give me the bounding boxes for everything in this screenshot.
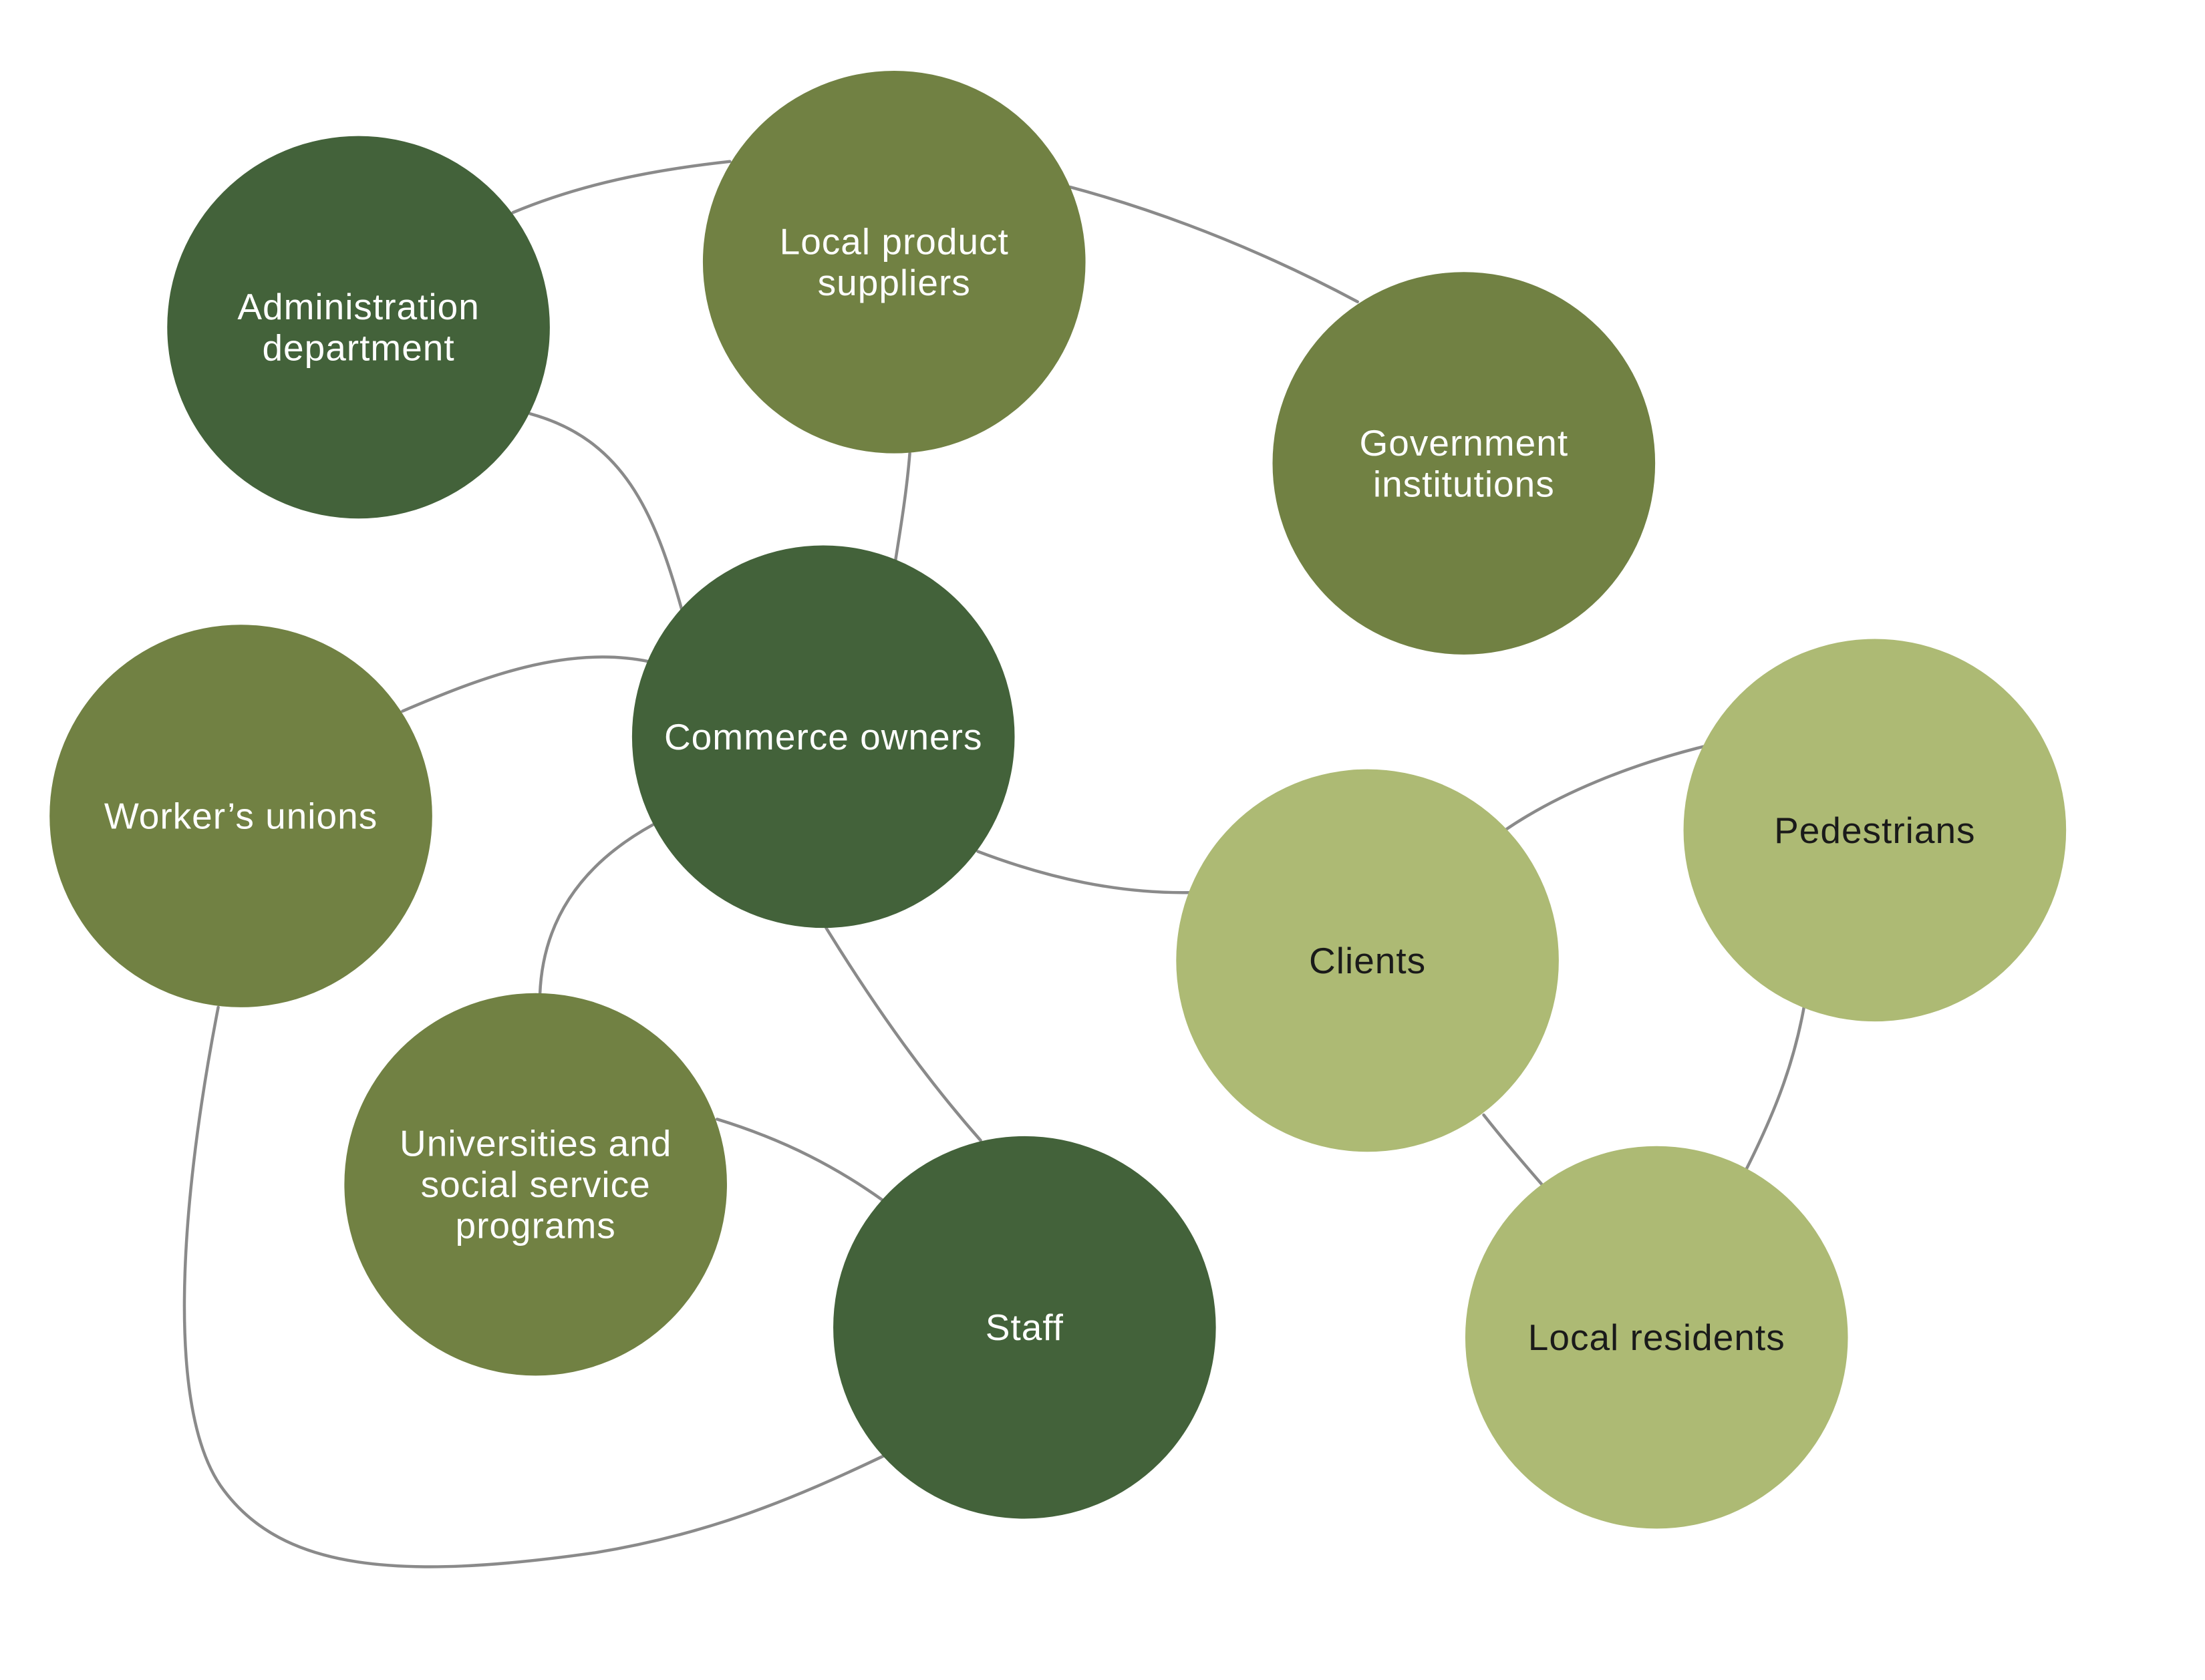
connector-clients-to-pedestrians (1505, 747, 1703, 830)
node-circle-administration-department (167, 136, 550, 519)
node-local-residents: Local residents (1465, 1146, 1848, 1529)
node-label-administration-department-line-2: department (262, 327, 454, 369)
node-circle-clients (1176, 769, 1559, 1152)
node-circle-universities-programs (344, 993, 727, 1376)
connector-clients-to-local-residents (1484, 1115, 1542, 1184)
node-label-pedestrians-line-1: Pedestrians (1774, 810, 1975, 851)
node-label-local-residents-line-1: Local residents (1528, 1317, 1785, 1358)
node-circle-commerce-owners (631, 545, 1015, 929)
node-label-workers-unions-line-1: Worker’s unions (104, 796, 378, 837)
node-label-staff-line-1: Staff (986, 1307, 1064, 1348)
node-workers-unions: Worker’s unions (49, 625, 432, 1007)
node-pedestrians: Pedestrians (1683, 639, 2067, 1022)
connector-workers-unions-to-commerce-owners (402, 657, 649, 711)
node-label-commerce-owners-line-1: Commerce owners (664, 716, 983, 758)
node-label-local-product-suppliers-line-2: suppliers (818, 262, 971, 303)
node-circle-pedestrians (1683, 639, 2067, 1022)
connector-universities-programs-to-staff (717, 1119, 884, 1201)
connector-local-product-suppliers-to-government-institutions (1070, 187, 1358, 302)
connector-local-product-suppliers-to-commerce-owners (895, 454, 909, 560)
node-label-government-institutions-line-1: Government (1359, 422, 1568, 464)
node-circle-local-residents (1465, 1146, 1848, 1529)
node-circle-local-product-suppliers (702, 71, 1086, 454)
connector-workers-unions-to-staff (184, 1007, 886, 1567)
connector-pedestrians-to-local-residents (1746, 1007, 1804, 1170)
node-circle-staff (833, 1136, 1216, 1519)
connector-commerce-owners-to-staff (826, 928, 980, 1140)
node-circle-government-institutions (1272, 272, 1656, 655)
node-clients: Clients (1176, 769, 1559, 1152)
node-label-administration-department-line-1: Administration (237, 286, 479, 327)
node-circle-workers-unions (49, 625, 432, 1007)
node-label-government-institutions-line-2: institutions (1373, 463, 1555, 504)
node-label-clients-line-1: Clients (1309, 940, 1426, 981)
node-commerce-owners: Commerce owners (631, 545, 1015, 929)
node-label-universities-programs-line-3: programs (456, 1205, 616, 1246)
connector-commerce-owners-to-clients (978, 852, 1191, 893)
node-label-universities-programs-line-2: social service (421, 1164, 651, 1205)
node-staff: Staff (833, 1136, 1216, 1519)
connector-layer (184, 162, 1804, 1567)
connector-commerce-owners-to-universities-programs (540, 824, 653, 994)
connector-administration-department-to-commerce-owners (530, 413, 682, 609)
node-label-local-product-suppliers-line-1: Local product (780, 221, 1009, 263)
connector-administration-department-to-local-product-suppliers (513, 162, 730, 212)
node-label-universities-programs-line-1: Universities and (400, 1123, 672, 1164)
